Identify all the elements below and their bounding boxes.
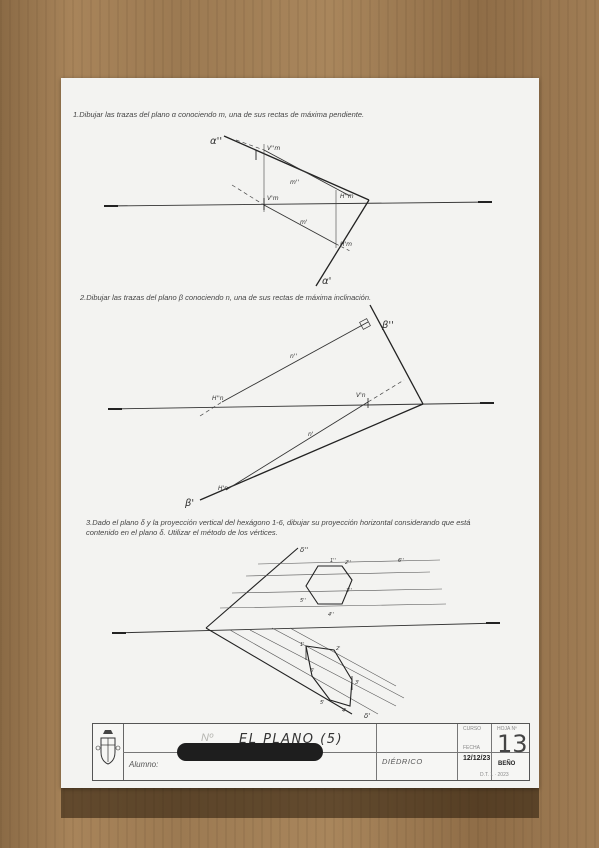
ex3-pt-3h: 3' [355, 680, 360, 686]
ex2-beta-h-label: β' [184, 498, 194, 509]
ex1-hm-h-label: H'm [340, 241, 352, 248]
ex3-pt-2h: 2' [336, 646, 341, 652]
exercise-3-drawing: δ'' δ' 1'' 2'' 3'' 4'' 5'' 6'' 1' 2' 3' … [111, 546, 501, 720]
ex3-pt-3v: 3'' [346, 588, 352, 594]
ex1-m-dashed-extension-mid [231, 184, 265, 206]
exercise-2-title: 2.Dibujar las trazas del plano β conocie… [80, 293, 372, 302]
ex2-beta-horizontal-trace [199, 403, 424, 501]
ex3-pt-6h: 6' [310, 668, 315, 674]
ex3-pt-4v: 4'' [328, 612, 334, 618]
ex3-delta-h-label: δ' [364, 712, 370, 720]
ex2-beta-vertical-trace [369, 304, 424, 405]
sheet-shadow [61, 788, 539, 818]
date-value: 12/12/23 [463, 755, 491, 762]
title-block-row-divider [123, 752, 529, 753]
redacted-student-name [177, 743, 323, 761]
title-block-divider-1 [376, 724, 377, 780]
ex1-vm-h-label: V'm [267, 195, 279, 202]
title-block-divider-2 [457, 724, 458, 780]
ex2-n-vertical-projection [221, 321, 369, 403]
title-block-divider-3 [491, 724, 492, 780]
ex3-pt-1v: 1'' [330, 558, 336, 564]
ex3-delta-vertical-trace [205, 547, 299, 629]
ex2-n-dashed-extension-right [367, 379, 405, 403]
sheet-number: 13 [497, 730, 528, 758]
ex1-m-vertical-projection [263, 149, 351, 197]
ex2-n-dashed-extension-left [199, 401, 223, 417]
ex1-alpha-vertical-trace [223, 135, 370, 201]
exercise-2-drawing: β'' β' V'n H''n H'n n'' n' [107, 304, 495, 509]
ex3-hexagon-horizontal-projection [305, 645, 353, 707]
ex2-n-h-label: n' [308, 431, 314, 438]
ex1-m-h-label: m' [300, 219, 308, 226]
ex3-horizontal-line-4 [289, 627, 397, 687]
ex3-frontal-line-2 [245, 571, 431, 577]
sheet-number-label: HOJA Nº [497, 726, 517, 732]
ex3-delta-horizontal-trace [205, 627, 353, 715]
ex2-right-angle-mark [359, 318, 371, 330]
ex1-alpha-horizontal-trace [315, 199, 370, 287]
ex1-hm-v-label: H''m [340, 193, 354, 200]
ex3-frontal-line-1 [257, 559, 441, 565]
ex3-pt-2v: 2'' [345, 560, 351, 566]
projection-system: DIÉDRICO [382, 757, 423, 766]
ex3-ground-line [111, 622, 501, 634]
ex1-m-dashed-extension-bottom [335, 243, 351, 252]
ex1-m-horizontal-projection [263, 204, 337, 245]
exercise-3-title-line1: 3.Dado el plano δ y la proyección vertic… [86, 518, 471, 527]
ex3-pt-1h: 1' [300, 642, 305, 648]
footer-code: D.T. 1 · 2023 [480, 772, 509, 778]
ex3-delta-v-label: δ'' [300, 546, 308, 554]
ex3-frontal-line-4 [219, 603, 447, 609]
ex3-pt-4h: 4' [342, 708, 347, 714]
date-label: FECHA [463, 745, 480, 751]
sheet-number-prefix: Nº [201, 732, 213, 744]
ex2-vn-label: V'n [356, 392, 366, 399]
ex3-hexagon-vertical-projection [305, 565, 353, 605]
course-label: CURSO [463, 726, 482, 732]
ex2-n-v-label: n'' [290, 353, 297, 360]
ex3-frontal-line-3 [231, 588, 443, 594]
ex1-m-v-label: m'' [290, 179, 299, 186]
ex3-pt-5h: 5' [320, 700, 325, 706]
ex2-hn-h-label: H'n [218, 485, 228, 492]
ex2-hn-v-label: H''n [212, 395, 224, 402]
coat-of-arms-icon [93, 724, 124, 780]
ex3-horizontal-line-2 [249, 629, 397, 707]
exercise-1-title: 1.Dibujar las trazas del plano α conocie… [73, 110, 365, 119]
ex2-beta-v-label: β'' [381, 320, 394, 331]
ex3-pt-5v: 5'' [300, 598, 306, 604]
ex3-pt-6v: 6'' [398, 558, 404, 564]
ex1-alpha-v-label: α'' [210, 136, 222, 147]
ex2-n-horizontal-projection [225, 401, 369, 491]
student-label: Alumno: [129, 760, 159, 769]
ex2-ground-line [107, 402, 495, 410]
title-block-cartouche: Nº EL PLANO (5) Alumno: DIÉDRICO CURSO H… [92, 723, 530, 781]
ex3-horizontal-line-3 [271, 627, 405, 699]
exercise-3-title-line2: contenido en el plano δ. Utilizar el mét… [86, 528, 278, 537]
exercise-1-drawing: α'' α' V''m V'm H''m H'm m'' m' [103, 135, 493, 287]
ex3-horizontal-line-1 [229, 629, 379, 715]
ex1-ground-line [103, 201, 493, 207]
ex1-alpha-h-label: α' [322, 276, 331, 287]
ex1-vm-v-label: V''m [267, 145, 280, 152]
grade-note: BEÑO [498, 761, 516, 767]
ex1-m-dashed-extension-top [235, 139, 265, 151]
